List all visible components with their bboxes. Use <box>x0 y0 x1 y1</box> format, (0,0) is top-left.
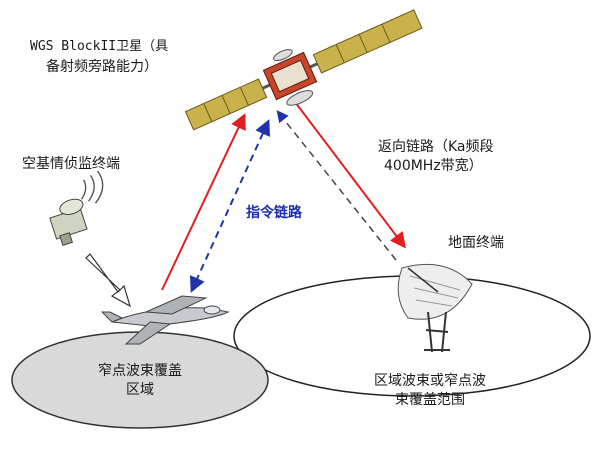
airborne-terminal-icon <box>49 170 104 246</box>
ground-dish-icon <box>397 263 473 353</box>
ground-command-link-arrow <box>276 110 397 261</box>
regional-beam-label-line2: 束覆盖范围 <box>395 392 465 408</box>
command-link-arrow <box>189 119 271 293</box>
return-link-arrow <box>291 97 406 249</box>
ground-terminal-label: 地面终端 <box>448 235 504 251</box>
spot-beam-label-line2: 区域 <box>126 382 154 398</box>
drone-icon <box>100 295 230 345</box>
return-link-label-line1: 返向链路（Ka频段 <box>378 139 494 155</box>
satellite-label-line2: 备射频旁路能力） <box>46 59 158 75</box>
satellite-icon <box>184 9 423 131</box>
command-link-label: 指令链路 <box>246 205 302 221</box>
regional-beam-label-line1: 区域波束或窄点波 <box>374 373 486 389</box>
airborne-to-drone-arrow <box>85 253 131 308</box>
return-link-label-line2: 400MHz带宽） <box>384 158 483 174</box>
spot-beam-label-line1: 窄点波束覆盖 <box>98 363 182 379</box>
spot-beam-coverage-area <box>11 331 269 429</box>
satellite-label-line1: WGS BlockII卫星（具 <box>30 39 169 54</box>
airborne-terminal-label: 空基情侦监终端 <box>22 156 120 172</box>
